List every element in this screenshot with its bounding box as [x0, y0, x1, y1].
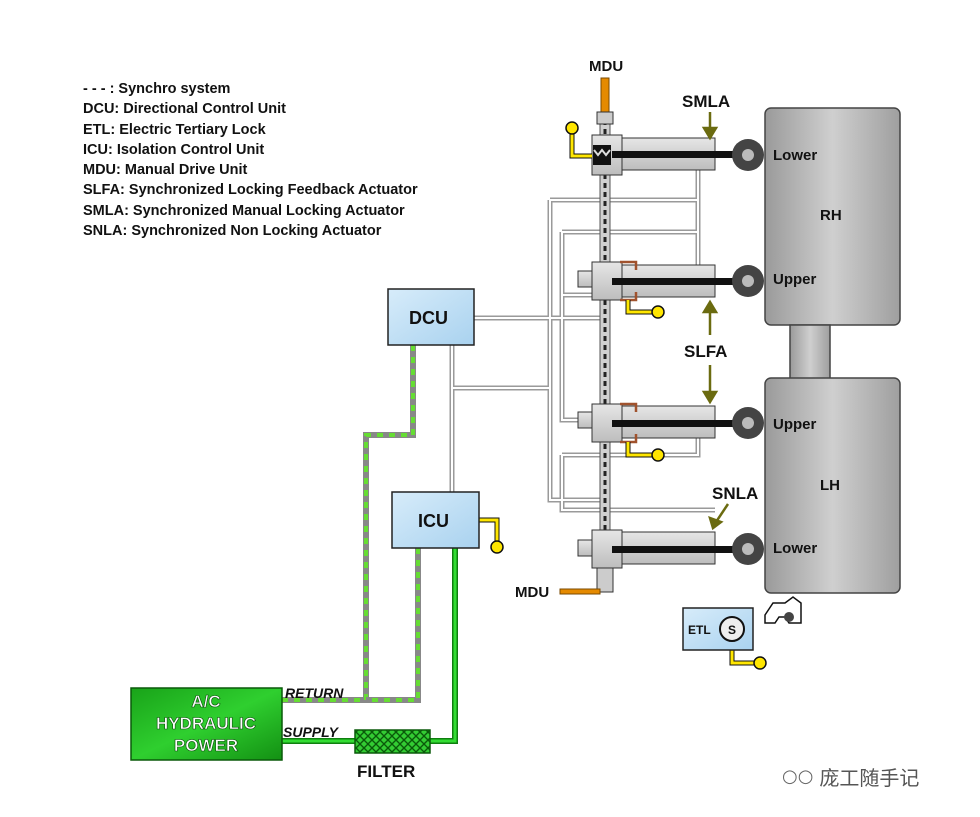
legend-item: DCU: Directional Control Unit [83, 101, 286, 118]
wechat-icon: ○○ [782, 766, 814, 787]
etl-s-label: S [728, 623, 736, 637]
legend-item: ETL: Electric Tertiary Lock [83, 121, 266, 138]
icu-label: ICU [418, 511, 449, 531]
filter-label: FILTER [357, 762, 415, 781]
legend-item: SLFA: Synchronized Locking Feedback Actu… [83, 182, 418, 199]
sensor-leads-yellow [479, 130, 757, 665]
pointers [701, 112, 730, 531]
lh-upper-label: Upper [773, 416, 817, 433]
legend: - - - : Synchro system DCU: Directional … [83, 79, 418, 241]
actuator-rh-lower [591, 134, 764, 176]
legend-item: - - - : Synchro system [83, 81, 231, 97]
rh-cylinder [764, 107, 901, 326]
return-label: RETURN [285, 685, 344, 701]
watermark: ○○ 庞工随手记 [782, 762, 919, 791]
legend-item: SNLA: Synchronized Non Locking Actuator [83, 223, 382, 240]
rh-lower-label: Lower [773, 147, 817, 164]
actuator-lh-lower [577, 529, 764, 569]
etl-label: ETL [688, 623, 711, 637]
rh-upper-label: Upper [773, 271, 817, 288]
mdu-top [596, 77, 614, 125]
mdu-top-label: MDU [589, 58, 623, 75]
legend-item: SMLA: Synchronized Manual Locking Actuat… [83, 202, 405, 219]
supply-label: SUPPLY [283, 724, 340, 740]
sensor-connector-icons [490, 121, 767, 670]
actuator-rh-upper [577, 260, 764, 302]
actuator-lh-upper [577, 402, 764, 444]
etl-unit [682, 596, 802, 651]
icu-box [391, 491, 480, 549]
hydraulic-power-box [130, 687, 283, 761]
smla-label: SMLA [682, 92, 730, 111]
hydraulic-title-line3: POWER [174, 736, 238, 755]
watermark-text: 庞工随手记 [819, 766, 920, 790]
hydraulic-title-line1: A/C [191, 692, 220, 711]
cylinder-link [789, 324, 831, 381]
supply-line [282, 548, 458, 744]
filter [354, 729, 431, 754]
mdu-bottom [559, 567, 614, 595]
synchro-shaft [599, 119, 611, 591]
slfa-label: SLFA [684, 342, 727, 361]
lh-label: LH [820, 477, 840, 494]
legend-item: MDU: Manual Drive Unit [83, 162, 248, 179]
legend-item: ICU: Isolation Control Unit [83, 141, 265, 158]
rh-label: RH [820, 207, 842, 224]
hydraulic-title-line2: HYDRAULIC [156, 714, 256, 733]
mdu-bottom-label: MDU [515, 584, 549, 601]
lh-lower-label: Lower [773, 540, 817, 557]
snla-label: SNLA [712, 484, 758, 503]
pipe-network [449, 149, 715, 513]
return-line [282, 345, 421, 703]
dcu-box [387, 288, 475, 346]
lh-cylinder [764, 377, 901, 594]
dcu-label: DCU [409, 308, 448, 328]
